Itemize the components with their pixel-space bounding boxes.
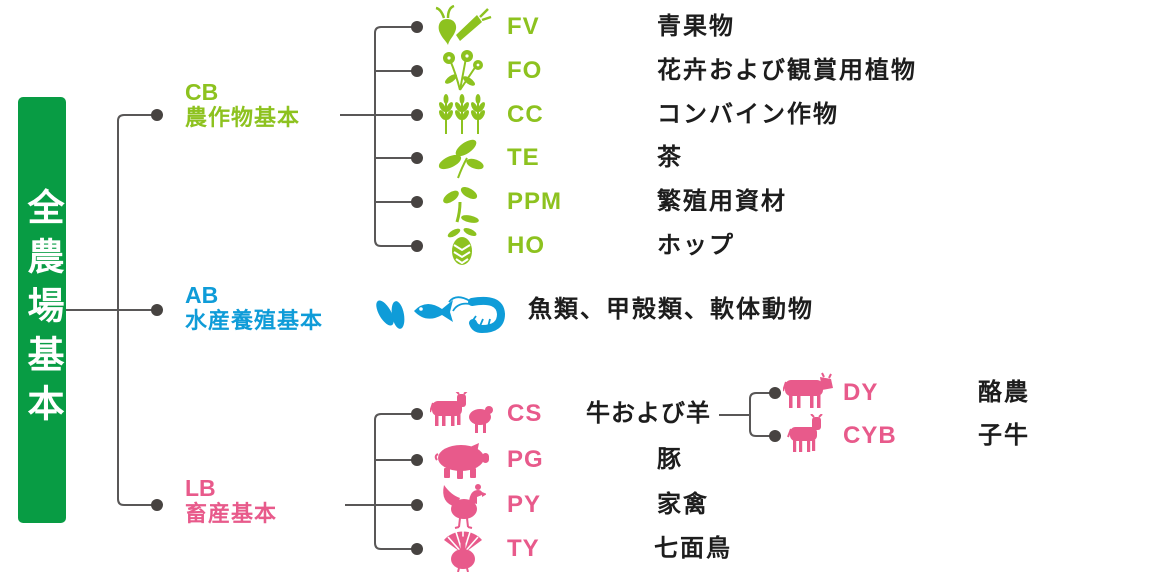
all-farm-base-bar: 全農場基本 — [18, 97, 66, 523]
code-te: TE — [507, 144, 540, 171]
branch-cb-name: 農作物基本 — [185, 105, 301, 130]
label-ppm: 繁殖用資材 — [657, 188, 787, 215]
pig-icon — [434, 443, 489, 479]
label-ab-description: 魚類、甲殻類、軟体動物 — [528, 296, 814, 323]
all-farm-base-label: 全農場基本 — [22, 187, 63, 433]
code-cs: CS — [507, 400, 543, 427]
wheat-icon — [438, 94, 486, 135]
label-pg: 豚 — [657, 446, 683, 473]
label-dy: 酪農 — [978, 379, 1030, 406]
code-pg: PG — [507, 446, 544, 473]
dairy-cow-icon — [783, 372, 833, 408]
branch-lb-name: 畜産基本 — [185, 501, 278, 526]
label-cc: コンバイン作物 — [657, 101, 839, 128]
label-fv: 青果物 — [657, 13, 735, 40]
produce-icon — [435, 5, 492, 45]
label-te: 茶 — [657, 144, 683, 171]
label-py: 家禽 — [657, 491, 709, 518]
turkey-icon — [444, 530, 482, 572]
mussel-icon — [376, 300, 405, 329]
code-ppm: PPM — [507, 188, 563, 215]
branch-ab: AB 水産養殖基本 — [185, 282, 324, 334]
branch-cb-code: CB — [185, 79, 219, 105]
cattle-sheep-icon — [430, 392, 493, 433]
rooster-icon — [443, 484, 486, 529]
label-ty: 七面鳥 — [654, 535, 732, 562]
branch-ab-name: 水産養殖基本 — [185, 308, 324, 333]
calf-icon — [787, 414, 823, 452]
branch-lb-code: LB — [185, 475, 216, 501]
branch-cb: CB 農作物基本 — [185, 79, 301, 131]
code-cc: CC — [507, 101, 544, 128]
flowers-icon — [443, 50, 483, 91]
label-cs: 牛および羊 — [586, 400, 711, 427]
label-fo: 花卉および観賞用植物 — [657, 57, 917, 84]
label-cyb: 子牛 — [978, 422, 1030, 449]
code-py: PY — [507, 491, 542, 518]
label-ho: ホップ — [657, 232, 735, 259]
code-ho: HO — [507, 232, 545, 259]
shrimp-icon — [448, 296, 506, 334]
hop-icon — [447, 227, 477, 265]
branch-ab-code: AB — [185, 282, 219, 308]
code-fo: FO — [507, 57, 543, 84]
code-ty: TY — [507, 535, 540, 562]
fish-icon — [414, 300, 453, 322]
tea-leaves-icon — [438, 139, 484, 179]
code-dy: DY — [843, 379, 879, 406]
code-fv: FV — [507, 13, 540, 40]
seafood-icon — [376, 296, 506, 334]
code-cyb: CYB — [843, 422, 897, 449]
seedling-icon — [443, 187, 479, 223]
branch-lb: LB 畜産基本 — [185, 475, 278, 527]
